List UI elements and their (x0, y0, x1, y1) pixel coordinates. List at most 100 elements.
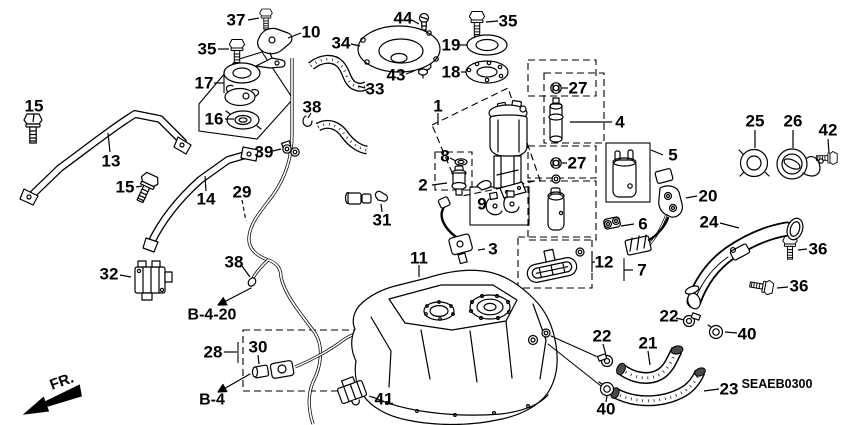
callout-6-30: 6 (638, 215, 647, 234)
connector-30 (251, 360, 295, 379)
lock-ring-16 (225, 110, 262, 130)
leader-line-15-8 (135, 185, 143, 188)
base-gasket-18 (465, 60, 509, 84)
leader-line-23-44 (703, 388, 720, 392)
fuel-gauge-sender-3 (437, 196, 473, 265)
seal-8 (454, 158, 468, 166)
leader-line-31-50 (380, 203, 383, 213)
leader-line-32-11 (119, 274, 132, 278)
elbow-joint (476, 180, 492, 191)
leader-line-21-43 (647, 350, 651, 366)
callout-34-15: 34 (332, 34, 351, 53)
nut-27-top (550, 82, 562, 94)
bolt-36b (748, 276, 775, 296)
callout-16-4: 16 (205, 110, 224, 129)
line-art (19, 8, 838, 425)
fuel-pump-module (488, 100, 528, 199)
callout-30-49: 30 (249, 338, 268, 357)
callout-38-13: 38 (303, 98, 322, 117)
leader-line-39-5 (272, 148, 282, 152)
callout-27-28: 27 (568, 154, 587, 173)
callout-22-40: 22 (660, 307, 679, 326)
box-valve-group (434, 151, 473, 191)
leader-line-41-47 (368, 395, 375, 399)
callout-1-21: 1 (433, 97, 442, 116)
seal-ring-small (575, 247, 585, 257)
callout-15-8: 15 (116, 178, 135, 197)
mount-plate-34 (357, 25, 441, 73)
callout-29-10: 29 (233, 183, 252, 202)
leader-line-24-34 (719, 222, 740, 229)
callout-37-0: 37 (227, 11, 246, 30)
callout-3-25: 3 (488, 240, 497, 259)
tank-strap-14 (142, 146, 259, 253)
fuel-filler-pipe-24 (684, 217, 804, 310)
leader-line-3-25 (477, 248, 486, 251)
callout-15-6: 15 (25, 97, 44, 116)
callout-35-18: 35 (499, 12, 518, 31)
callout-28-48: 28 (204, 343, 223, 362)
leader-line-37-0 (247, 17, 260, 21)
bolt-35a (228, 38, 246, 65)
fuel-filter-5 (612, 149, 637, 198)
sender-unit-20 (647, 167, 683, 242)
callout-17-3: 17 (195, 74, 214, 93)
pipe-nipple (247, 277, 257, 287)
bolt-35b (468, 10, 486, 37)
leader-line-35-18 (485, 20, 499, 23)
callout-12-31: 12 (595, 253, 614, 272)
collar-19 (466, 34, 508, 56)
quick-connector-31 (344, 190, 389, 205)
callout-41-47: 41 (375, 390, 394, 409)
callout-10-1: 10 (302, 23, 321, 42)
callout-43-17: 43 (387, 66, 406, 85)
callout-36-38: 36 (809, 240, 828, 259)
pipe-clamp-39 (280, 140, 300, 157)
callout-44-16: 44 (394, 9, 413, 28)
tank-strap-13 (19, 110, 192, 206)
callout-14-9: 14 (197, 190, 216, 209)
valve-2 (451, 165, 467, 196)
leader-line-10-1 (287, 32, 302, 39)
ref-arrow-b-4-20 (217, 287, 252, 306)
pump-opening-ring (423, 300, 455, 321)
leader-line-40-45 (605, 395, 608, 403)
filler-gasket-25 (738, 148, 770, 178)
callout-39-5: 39 (255, 143, 274, 162)
callout-8-22: 8 (440, 147, 449, 166)
washer-ring (551, 174, 561, 184)
connector-41 (337, 376, 367, 406)
pipe-clamps-9 (485, 190, 520, 216)
leader-line-36-38 (797, 248, 808, 251)
callout-32-11: 32 (100, 265, 119, 284)
box-filter (605, 142, 651, 203)
leader-line-44-16 (411, 19, 420, 25)
hose-clip-38 (302, 115, 313, 127)
fuel-cap-26 (776, 148, 824, 180)
leader-line-5-29 (650, 149, 664, 156)
callout-19-19: 19 (442, 36, 461, 55)
leader-line-33-14 (357, 85, 366, 89)
callout-9-24: 9 (477, 195, 486, 214)
callout-40-41: 40 (738, 325, 757, 344)
leader-line-8-22 (449, 157, 457, 162)
callout-26-36: 26 (784, 112, 803, 131)
leader-line-22-42 (602, 343, 607, 356)
clamp-6 (603, 216, 621, 230)
leader-line-38-13 (307, 112, 312, 119)
leader-line-6-30 (620, 223, 635, 227)
leader-line-22-40 (675, 317, 685, 321)
sender-opening-ring (468, 293, 512, 321)
bolt-15b (131, 170, 161, 206)
hose-ring-40a (707, 324, 724, 340)
leader-line-20-33 (685, 195, 698, 199)
callout-25-35: 25 (746, 112, 765, 131)
callout-4-27: 4 (615, 113, 625, 132)
leader-line-36-39 (776, 286, 789, 289)
callout-36-39: 36 (790, 277, 809, 296)
callout-5-29: 5 (668, 146, 677, 165)
callout-11-46: 11 (410, 249, 428, 268)
